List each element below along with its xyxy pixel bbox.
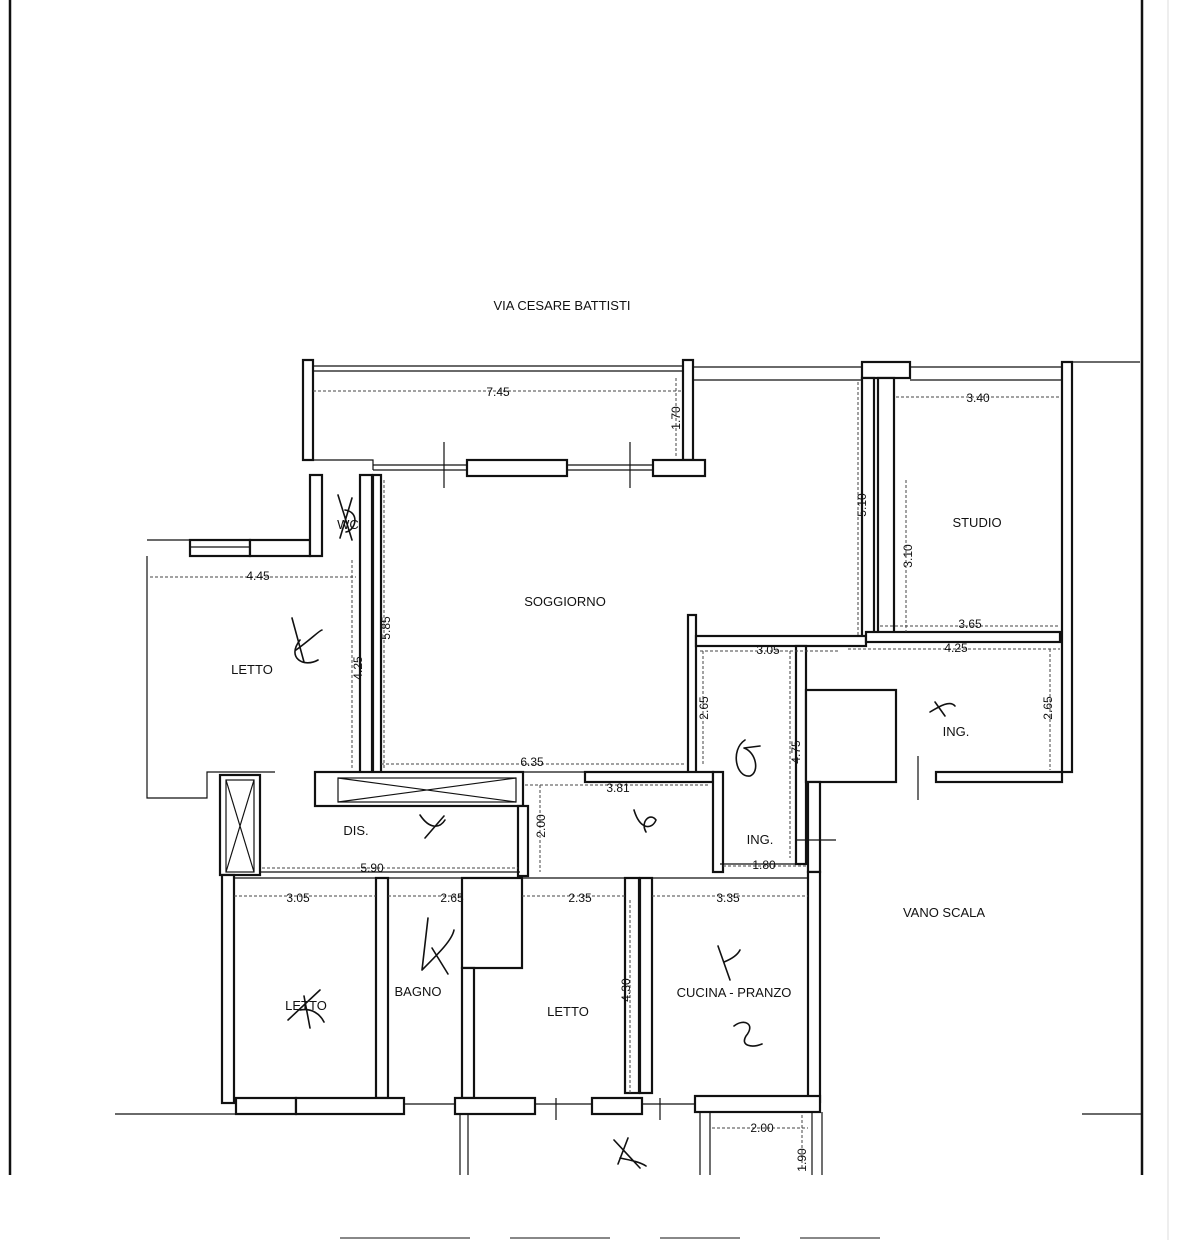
label-letto-left: LETTO — [231, 662, 273, 677]
walls — [115, 358, 1142, 1175]
dim-studio-width: 3.40 — [966, 391, 990, 405]
label-ing-center: ING. — [747, 832, 774, 847]
dimension-lines — [150, 378, 1060, 1170]
handwritten-marks — [287, 494, 956, 1169]
dim-ing-right-width: 4.25 — [944, 641, 968, 655]
dim-corridor-width: 3.81 — [606, 781, 630, 795]
dim-soggiorno-depth: 5.85 — [379, 616, 393, 640]
label-vano-scala: VANO SCALA — [903, 905, 985, 920]
dim-balcony-depth: 1.70 — [669, 406, 683, 430]
label-bagno: BAGNO — [395, 984, 442, 999]
dim-balcony2-width: 2.00 — [750, 1121, 774, 1135]
dim-bed1-width: 3.05 — [286, 891, 310, 905]
dim-studio-bottom: 3.65 — [958, 617, 982, 631]
dim-corridor-height: 2.00 — [534, 814, 548, 838]
dim-soggiorno-width: 6.35 — [520, 755, 544, 769]
street-name: VIA CESARE BATTISTI — [493, 298, 630, 313]
dim-soggiorno-height: 5.10 — [855, 493, 869, 517]
dim-bath-width: 2.65 — [440, 891, 464, 905]
dim-bed2-width: 2.35 — [568, 891, 592, 905]
dim-ing-center-mid: 2.65 — [697, 696, 711, 720]
dim-studio-height: 3.10 — [901, 544, 915, 568]
dim-balcony2-depth: 1.90 — [795, 1148, 809, 1172]
dim-ing-center-bottom: 1.80 — [752, 858, 776, 872]
dim-bed2-height: 4.30 — [619, 978, 633, 1002]
label-ing-right: ING. — [943, 724, 970, 739]
label-wc: WC — [337, 517, 359, 532]
dim-balcony-width: 7.45 — [486, 385, 510, 399]
label-studio: STUDIO — [952, 515, 1001, 530]
cupboard-hatching — [225, 777, 517, 873]
dim-letto-width: 4.45 — [246, 569, 270, 583]
label-soggiorno: SOGGIORNO — [524, 594, 606, 609]
dim-dis-width: 5.90 — [360, 861, 384, 875]
dim-kitchen-width: 3.35 — [716, 891, 740, 905]
dim-letto-height: 4.25 — [351, 656, 365, 680]
label-cucina-pranzo: CUCINA - PRANZO — [677, 985, 792, 1000]
dim-ing-center-height: 4.75 — [789, 740, 803, 764]
label-letto-bottom-left: LETTO — [285, 998, 327, 1013]
label-letto-bottom-mid: LETTO — [547, 1004, 589, 1019]
label-dis: DIS. — [343, 823, 368, 838]
dim-ing-right-height: 2.65 — [1041, 696, 1055, 720]
dim-ing-center-width: 3.05 — [756, 643, 780, 657]
